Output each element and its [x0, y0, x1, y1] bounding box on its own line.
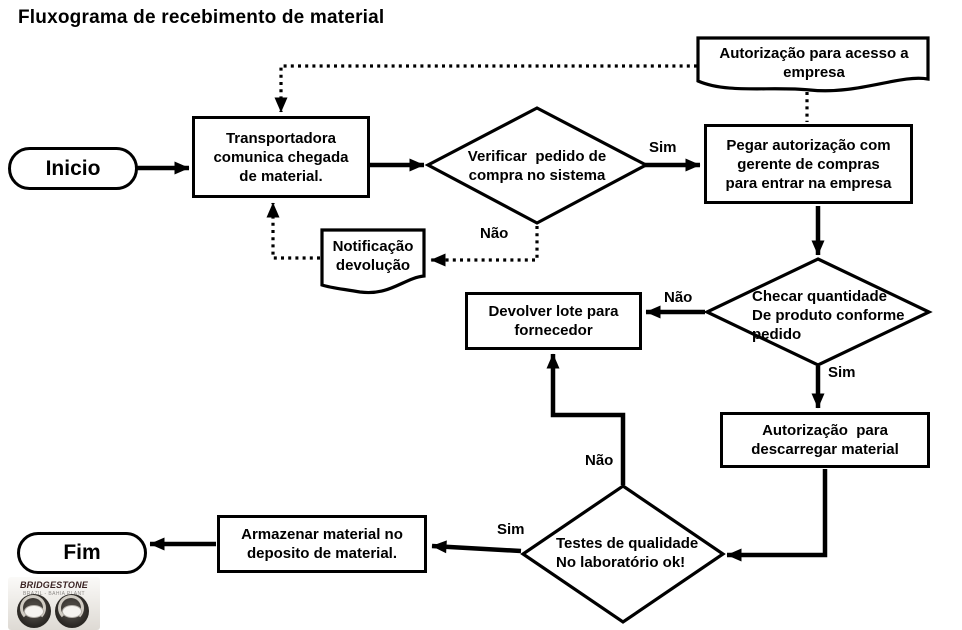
document-notificacao-shape — [320, 228, 426, 295]
end-node: Fim — [17, 532, 147, 574]
process-armazenar-material: Armazenar material no deposito de materi… — [217, 515, 427, 573]
process-autorizacao-descarregar: Autorização para descarregar material — [720, 412, 930, 468]
process-autorizacao-descarregar-label: Autorização para descarregar material — [751, 422, 899, 458]
decision-testes-shape — [520, 484, 726, 624]
edge-label-testes-nao: Não — [585, 452, 614, 469]
tire-icon — [17, 594, 51, 628]
decision-checar-shape — [703, 257, 933, 367]
edge-autorizacao-testes — [726, 469, 828, 562]
process-transportadora: Transportadora comunica chegada de mater… — [192, 116, 370, 198]
process-pegar-autorizacao-label: Pegar autorização com gerente de compras… — [725, 136, 892, 192]
process-pegar-autorizacao: Pegar autorização com gerente de compras… — [704, 124, 913, 204]
edge-testes-devolver — [546, 353, 626, 485]
decision-testes-label: Testes de qualidade No laboratório ok! — [556, 535, 699, 571]
end-node-label: Fim — [63, 541, 101, 564]
document-autorizacao-acesso-shape — [696, 36, 930, 93]
brand-name: BRIDGESTONE — [19, 580, 89, 590]
edge-label-verificar-nao: Não — [480, 225, 509, 242]
tire-icon — [55, 594, 89, 628]
process-devolver-lote-label: Devolver lote para fornecedor — [488, 303, 619, 339]
edge-acesso-transportadora-dotted — [274, 64, 697, 113]
edge-label-testes-sim: Sim — [497, 521, 525, 538]
document-autorizacao-acesso-label: Autorização para acesso a empresa — [719, 45, 909, 81]
plant-subtitle: BRAZIL - BAHIA PLANT — [23, 591, 85, 597]
decision-verificar-shape — [424, 106, 650, 225]
start-node: Inicio — [8, 147, 138, 190]
edge-notificacao-transportadora-dotted — [266, 202, 320, 260]
process-transportadora-label: Transportadora comunica chegada de mater… — [213, 129, 349, 185]
process-armazenar-material-label: Armazenar material no deposito de materi… — [241, 526, 403, 562]
edge-label-verificar-sim: Sim — [649, 139, 677, 156]
edge-testes-armazenar — [431, 540, 522, 554]
document-notificacao-label: Notificação devolução — [332, 238, 414, 274]
page-title: Fluxograma de recebimento de material — [18, 7, 385, 28]
bridgestone-logo: BRIDGESTONE BRAZIL - BAHIA PLANT — [8, 577, 100, 630]
decision-checar-label: Checar quantidade De produto conforme pe… — [752, 288, 905, 343]
edge-label-checar-nao: Não — [664, 289, 693, 306]
start-node-label: Inicio — [45, 156, 101, 180]
process-devolver-lote: Devolver lote para fornecedor — [465, 292, 642, 350]
edge-label-checar-sim: Sim — [828, 364, 856, 381]
decision-verificar-label: Verificar pedido de compra no sistema — [467, 148, 607, 184]
